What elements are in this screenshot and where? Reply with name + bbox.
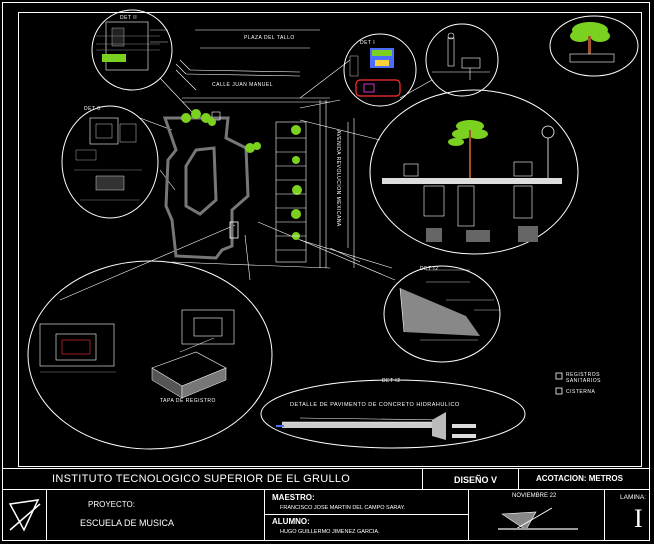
detail-circle-sidewalk <box>369 89 579 255</box>
title-block-divider-project <box>264 489 265 541</box>
title-block-divider-people <box>264 514 468 515</box>
label-det-slope: DET I2 <box>420 266 439 272</box>
drawing-area-border <box>18 12 642 467</box>
north-arrow <box>498 507 578 531</box>
detail-circle-left <box>61 105 159 219</box>
title-block-divider-course <box>422 468 423 489</box>
detail-circle-tree <box>549 15 639 77</box>
legend-symbols <box>555 372 563 395</box>
drawing-date: NOVIEMBRE 22 <box>512 493 557 499</box>
title-block-row-line <box>2 489 650 490</box>
detail-circle-car <box>343 33 417 107</box>
legend-registros: REGISTROS SANITARIOS <box>566 372 601 384</box>
detail-circle-manhole <box>27 260 273 450</box>
units-note: ACOTACION: METROS <box>536 474 623 483</box>
detail-circle-pavement <box>260 379 526 449</box>
title-block-divider-date <box>604 489 605 541</box>
institution-logo <box>8 499 41 532</box>
sheet-label: LAMINA: <box>620 494 647 501</box>
label-avenida: AVENIDA REVOLUCION MEXICANA <box>335 130 341 227</box>
street-outlines <box>171 29 361 269</box>
project-name: ESCUELA DE MUSICA <box>80 518 175 528</box>
title-block-divider-logo <box>46 489 47 541</box>
label-tapa-registro: TAPA DE REGISTRO <box>160 398 216 404</box>
label-calle: CALLE JUAN MANUEL <box>212 82 274 88</box>
student-name: HUGO GUILLERMO JIMENEZ GARCIA. <box>280 529 380 535</box>
institution-name: INSTITUTO TECNOLOGICO SUPERIOR DE EL GRU… <box>52 473 351 485</box>
label-det-left: DET 0 <box>84 106 101 112</box>
label-plaza: PLAZA DEL TALLO <box>244 35 295 41</box>
pavement-detail-title: DETALLE DE PAVIMENTO DE CONCRETO HIDRAHU… <box>290 402 460 408</box>
parking-stalls <box>275 121 307 263</box>
detail-circle-slope <box>383 265 501 363</box>
detail-circle-top-left <box>91 9 173 91</box>
garden-plants <box>181 109 302 240</box>
teacher-label: MAESTRO: <box>272 493 315 502</box>
leader-lines <box>59 59 433 301</box>
project-label: PROYECTO: <box>88 500 135 509</box>
label-det-bottom: DET I2 <box>382 378 401 384</box>
sheet-number: I <box>634 504 643 533</box>
label-det-mid: DET I <box>360 40 376 46</box>
label-det-top: DET II <box>120 15 138 21</box>
title-block-divider-names <box>468 489 469 541</box>
course-name: DISEÑO V <box>454 475 498 485</box>
teacher-name: FRANCISCO JOSE MARTIN DEL CAMPO SARAY. <box>280 505 406 511</box>
legend-cisterna: CISTERNA <box>566 389 596 395</box>
title-block-divider-units <box>518 468 519 489</box>
title-block-top-line <box>2 468 650 469</box>
student-label: ALUMNO: <box>272 517 310 526</box>
detail-circle-bench <box>425 23 499 97</box>
building-footprint <box>162 116 250 260</box>
